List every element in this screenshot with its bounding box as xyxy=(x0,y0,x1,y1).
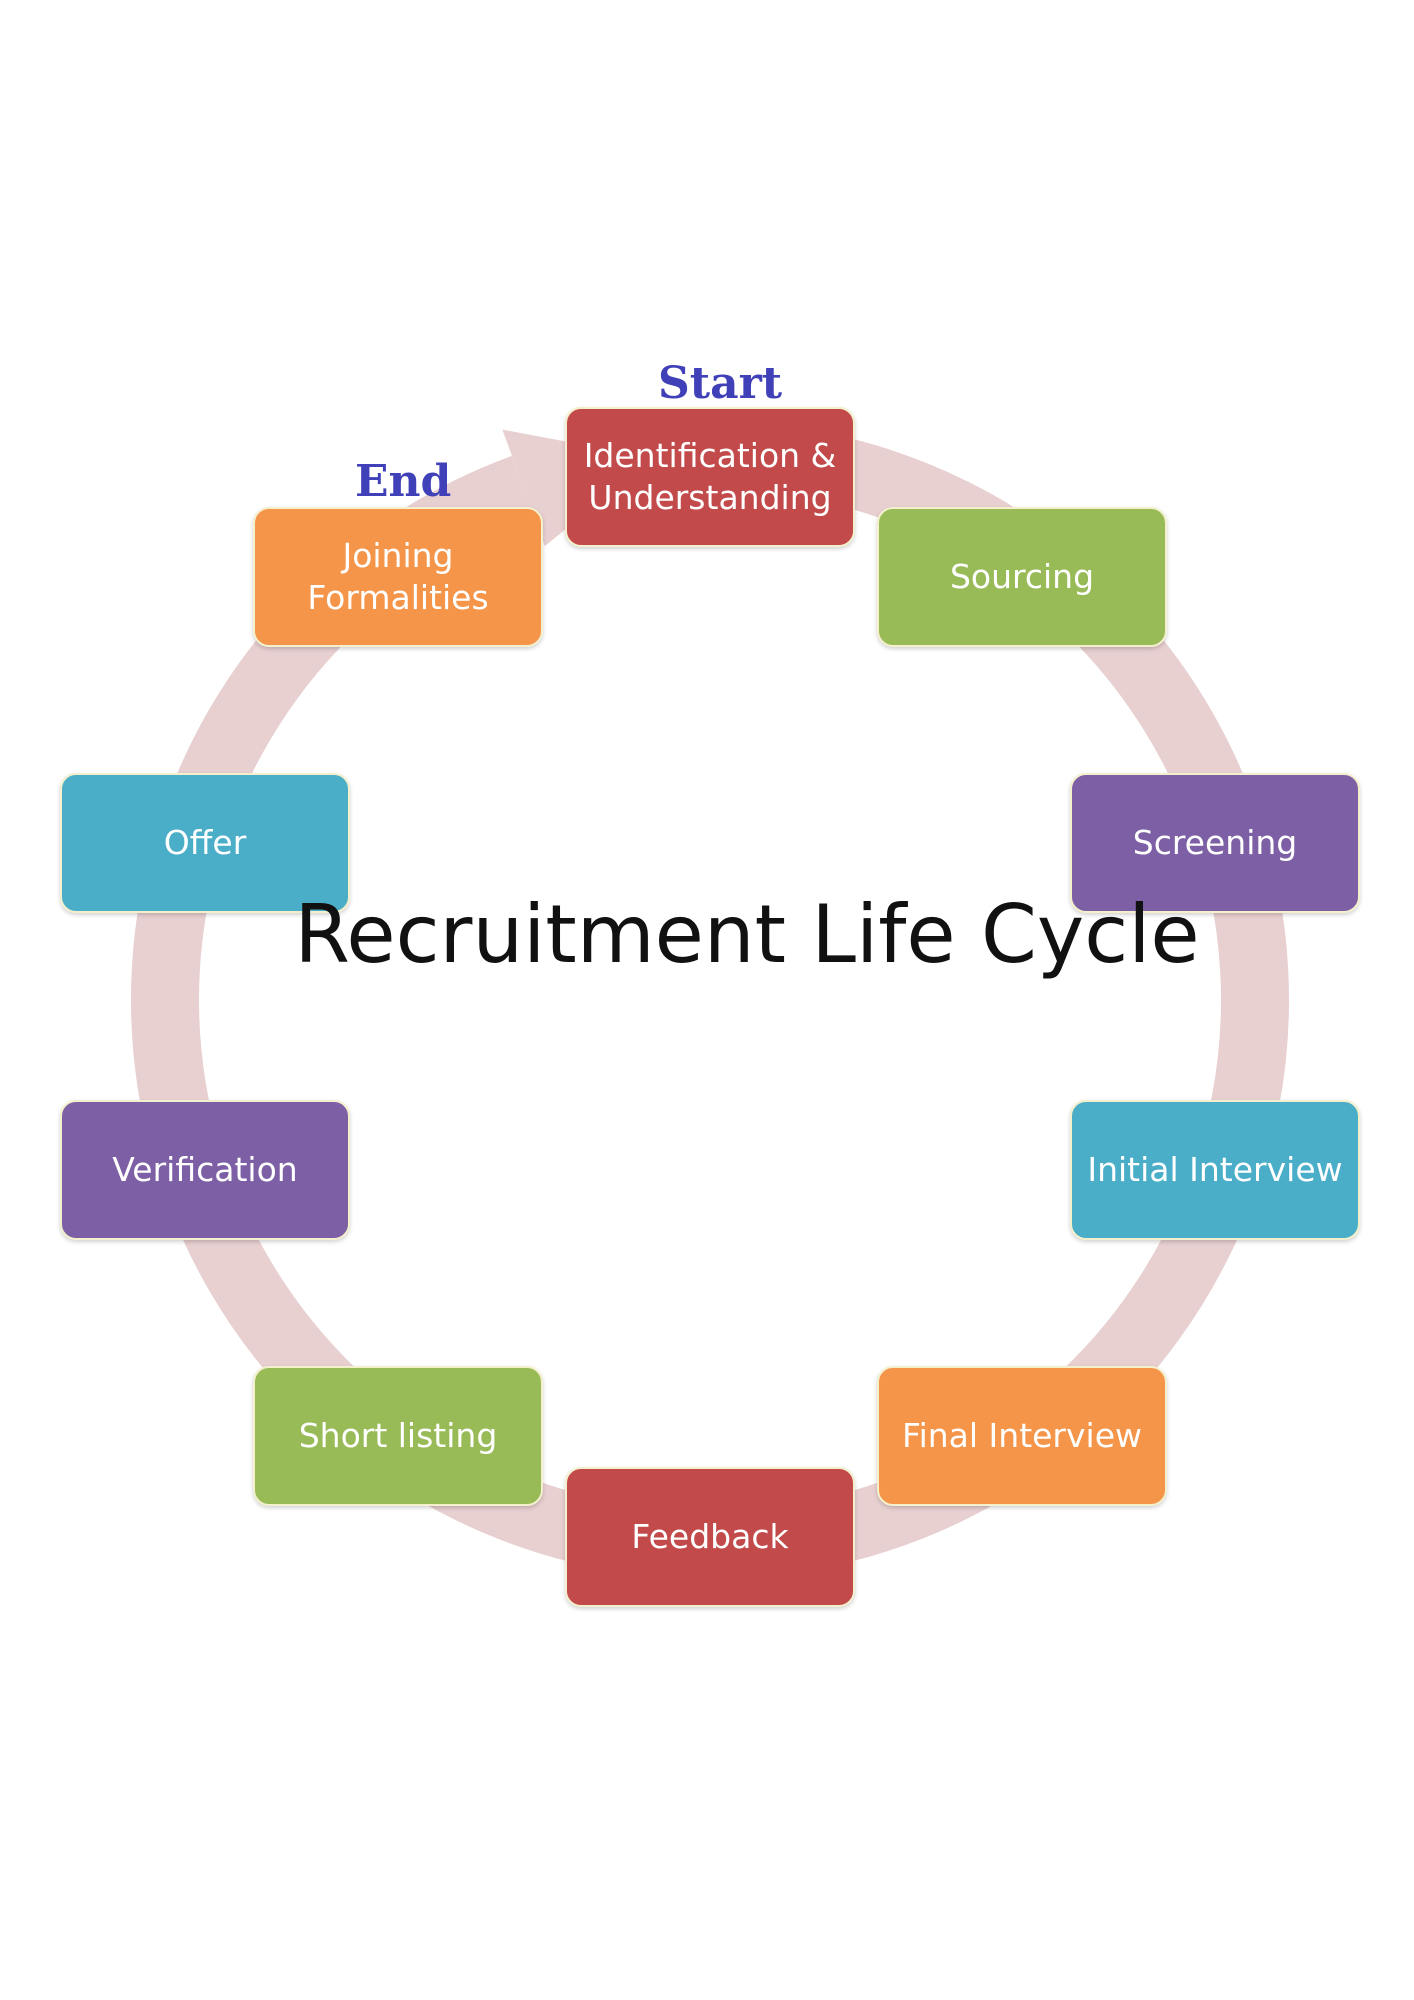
start-label: Start xyxy=(658,358,783,409)
step-verification: Verification xyxy=(60,1100,350,1240)
step-short-listing: Short listing xyxy=(253,1366,543,1506)
step-initial-interview: Initial Interview xyxy=(1070,1100,1360,1240)
step-offer: Offer xyxy=(60,773,350,913)
step-feedback: Feedback xyxy=(565,1467,855,1607)
step-sourcing: Sourcing xyxy=(877,507,1167,647)
step-final-interview: Final Interview xyxy=(877,1366,1167,1506)
step-identification-understanding: Identification & Understanding xyxy=(565,407,855,547)
end-label: End xyxy=(355,456,452,507)
step-joining-formalities: Joining Formalities xyxy=(253,507,543,647)
diagram-title: Recruitment Life Cycle xyxy=(294,888,1200,981)
step-screening: Screening xyxy=(1070,773,1360,913)
